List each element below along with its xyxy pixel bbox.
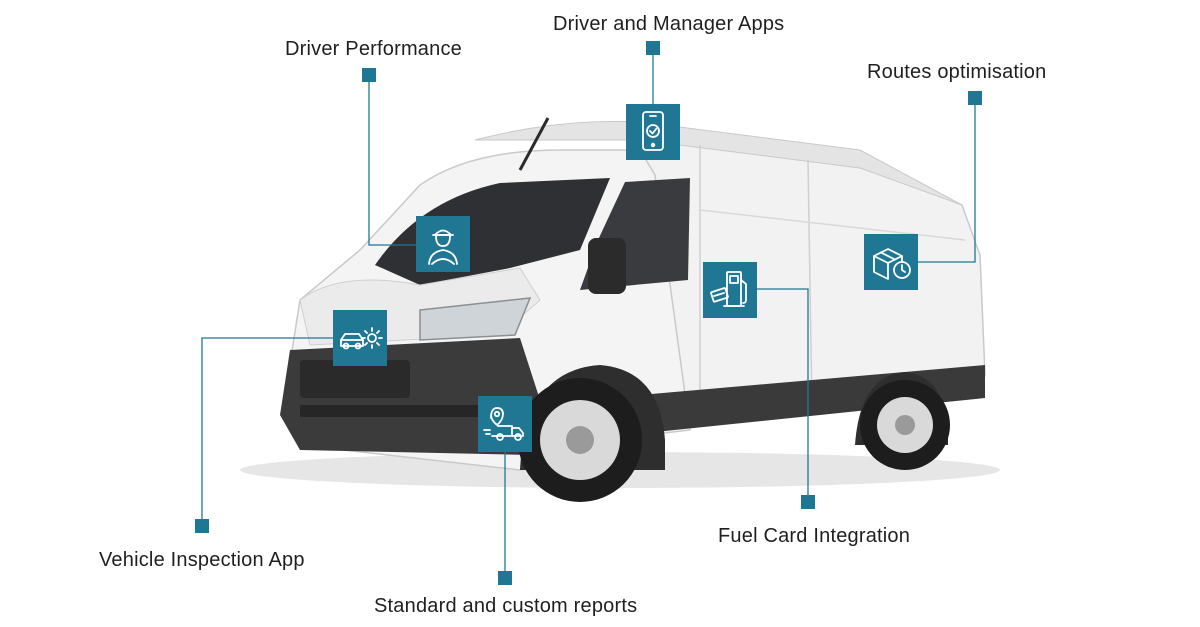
endpoint-performance [362, 68, 376, 82]
endpoint-inspection [195, 519, 209, 533]
van-roof [474, 120, 963, 206]
leader-lines [201, 48, 976, 578]
van-lower-grille [300, 405, 500, 417]
van-mirror [588, 238, 626, 294]
endpoint-apps [646, 41, 660, 55]
van-grille [300, 360, 410, 398]
driver-at-wheel-icon [416, 216, 470, 272]
label-vehicle-inspection-app: Vehicle Inspection App [99, 549, 305, 571]
fuel-pump-card-icon [703, 262, 757, 318]
leader-endpoints [195, 41, 982, 585]
package-clock-icon [864, 234, 918, 290]
label-driver-performance: Driver Performance [285, 38, 462, 60]
label-standard-and-custom-reports: Standard and custom reports [374, 595, 638, 617]
leader-line-routes [918, 98, 976, 263]
leader-line-fuel [757, 288, 809, 502]
leader-line-inspection [201, 337, 333, 526]
van-headlight [419, 297, 532, 341]
leader-line-performance [368, 75, 416, 246]
delivery-truck-pin-icon [478, 396, 532, 452]
endpoint-reports [498, 571, 512, 585]
van-panel-line [807, 159, 813, 413]
label-routes-optimisation: Routes optimisation [867, 61, 1047, 83]
van-antenna [518, 117, 550, 171]
endpoint-fuel [801, 495, 815, 509]
label-fuel-card-integration: Fuel Card Integration [718, 525, 911, 547]
van-front-wheel [518, 378, 642, 502]
label-driver-and-manager-apps: Driver and Manager Apps [553, 13, 785, 35]
van-panel-line [699, 209, 966, 241]
car-gear-icon [333, 310, 387, 366]
smartphone-check-icon [626, 104, 680, 160]
endpoint-routes [968, 91, 982, 105]
van-rear-wheel [860, 380, 950, 470]
